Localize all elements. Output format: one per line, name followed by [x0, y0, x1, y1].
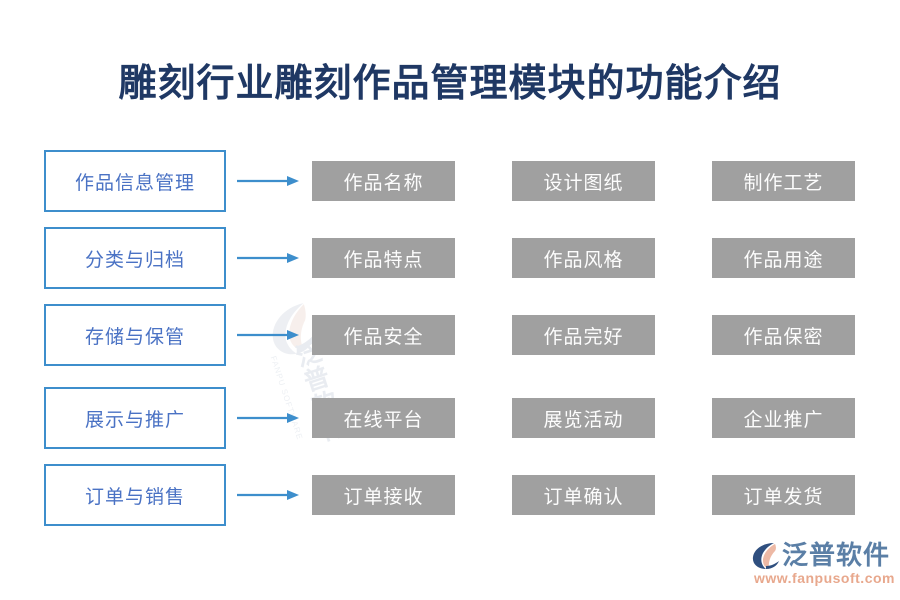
- flow-row: 作品信息管理 作品名称 设计图纸 制作工艺: [0, 150, 900, 230]
- detail-box[interactable]: 作品完好: [512, 315, 655, 355]
- detail-box[interactable]: 展览活动: [512, 398, 655, 438]
- detail-box[interactable]: 制作工艺: [712, 161, 855, 201]
- detail-box[interactable]: 作品名称: [312, 161, 455, 201]
- arrow-right-icon: [237, 413, 299, 423]
- flow-row: 展示与推广 在线平台 展览活动 企业推广: [0, 387, 900, 467]
- brand-logo: 泛普软件 www.fanpusoft.com: [752, 540, 895, 592]
- detail-box[interactable]: 订单确认: [512, 475, 655, 515]
- stage-box-2[interactable]: 分类与归档: [44, 227, 226, 289]
- fanpu-logo-icon: [752, 543, 779, 569]
- detail-label: 作品完好: [543, 326, 624, 348]
- detail-box[interactable]: 企业推广: [712, 398, 855, 438]
- detail-box[interactable]: 订单接收: [312, 475, 455, 515]
- arrow-right-icon: [237, 490, 299, 500]
- brand-name: 泛普软件: [782, 540, 891, 570]
- detail-label: 订单接收: [343, 486, 424, 508]
- detail-label: 制作工艺: [743, 172, 824, 194]
- flow-row: 订单与销售 订单接收 订单确认 订单发货: [0, 464, 900, 544]
- detail-label: 作品安全: [343, 326, 424, 348]
- stage-label: 订单与销售: [84, 486, 185, 508]
- detail-box[interactable]: 设计图纸: [512, 161, 655, 201]
- stage-box-5[interactable]: 订单与销售: [44, 464, 226, 526]
- detail-box[interactable]: 订单发货: [712, 475, 855, 515]
- detail-label: 企业推广: [743, 409, 824, 431]
- detail-label: 作品风格: [543, 249, 624, 271]
- flow-row: 存储与保管 作品安全 作品完好 作品保密: [0, 304, 900, 384]
- detail-box[interactable]: 作品用途: [712, 238, 855, 278]
- detail-label: 作品保密: [743, 326, 824, 348]
- detail-label: 订单确认: [543, 486, 624, 508]
- stage-label: 分类与归档: [84, 249, 185, 271]
- arrow-right-icon: [237, 253, 299, 263]
- detail-box[interactable]: 作品保密: [712, 315, 855, 355]
- detail-label: 设计图纸: [543, 172, 624, 194]
- stage-label: 展示与推广: [84, 409, 185, 431]
- arrow-right-icon: [237, 176, 299, 186]
- detail-box[interactable]: 作品风格: [512, 238, 655, 278]
- flow-row: 分类与归档 作品特点 作品风格 作品用途: [0, 227, 900, 307]
- page-title: 雕刻行业雕刻作品管理模块的功能介绍: [118, 63, 782, 105]
- brand-url: www.fanpusoft.com: [754, 570, 895, 586]
- stage-label: 作品信息管理: [74, 172, 195, 194]
- detail-label: 展览活动: [543, 409, 624, 431]
- stage-label: 存储与保管: [84, 326, 185, 348]
- detail-label: 订单发货: [743, 486, 824, 508]
- detail-box[interactable]: 作品安全: [312, 315, 455, 355]
- detail-label: 作品特点: [343, 249, 424, 271]
- detail-label: 在线平台: [343, 409, 424, 431]
- stage-box-1[interactable]: 作品信息管理: [44, 150, 226, 212]
- detail-box[interactable]: 作品特点: [312, 238, 455, 278]
- detail-label: 作品名称: [343, 172, 424, 194]
- detail-box[interactable]: 在线平台: [312, 398, 455, 438]
- arrow-right-icon: [237, 330, 299, 340]
- stage-box-4[interactable]: 展示与推广: [44, 387, 226, 449]
- stage-box-3[interactable]: 存储与保管: [44, 304, 226, 366]
- detail-label: 作品用途: [743, 249, 824, 271]
